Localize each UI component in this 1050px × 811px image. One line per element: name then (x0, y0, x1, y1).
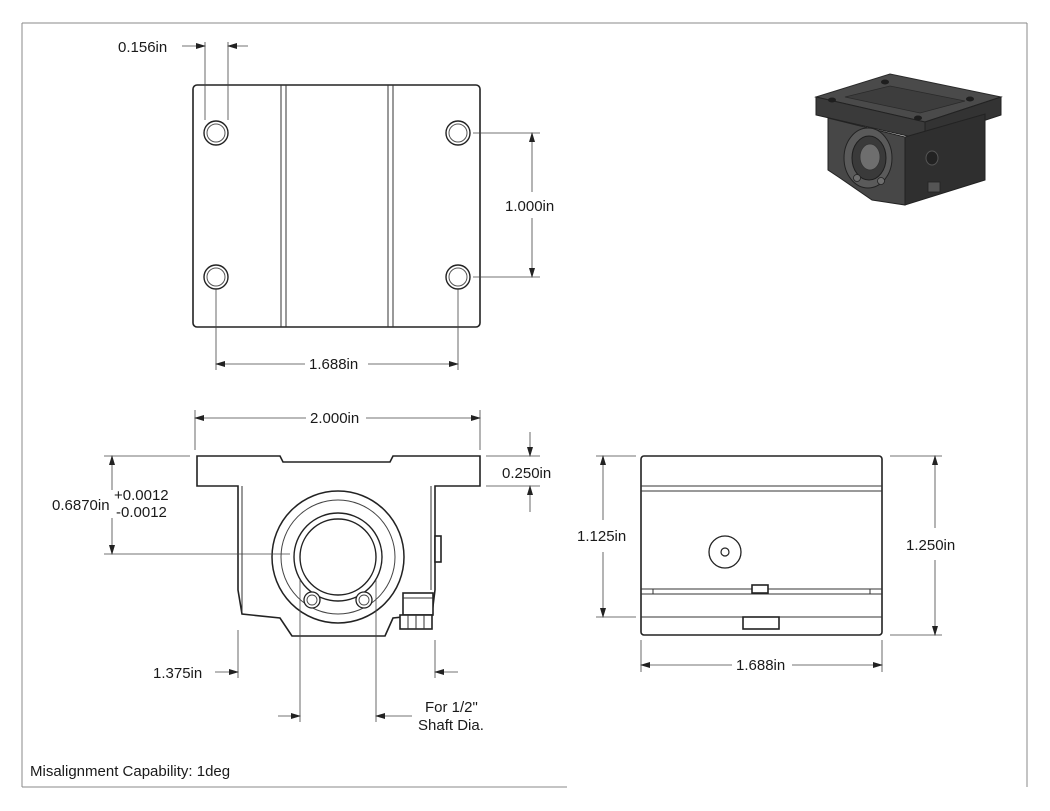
dim-side-overall-height: 1.250in (890, 455, 955, 636)
dim-hole-edge-offset: 0.156in (118, 39, 248, 120)
dim-body-width: 1.375in (153, 630, 458, 682)
dim-shaft-diameter: For 1/2" Shaft Dia. (278, 580, 484, 734)
shaft-note-line1: For 1/2" (425, 699, 478, 716)
dim-hole-spacing-horizontal: 1.688in (215, 289, 459, 373)
shaft-height-tol-plus: +0.0012 (114, 487, 169, 504)
shaft-height-label: 0.6870in (52, 497, 110, 514)
hole-edge-offset-label: 0.156in (118, 39, 167, 56)
side-inner-height-label: 1.125in (577, 528, 626, 545)
shaft-height-tol-minus: -0.0012 (116, 504, 167, 521)
dim-overall-width: 2.000in (194, 410, 481, 450)
body-width-label: 1.375in (153, 665, 202, 682)
mounting-hole (203, 120, 229, 146)
mounting-hole (445, 264, 471, 290)
overall-width-label: 2.000in (310, 410, 359, 427)
dim-side-inner-height: 1.125in (577, 455, 636, 618)
side-length-label: 1.688in (736, 657, 785, 674)
flange-thickness-label: 0.250in (502, 465, 551, 482)
sheet-border (21, 22, 1028, 788)
dim-hole-spacing-vertical: 1.000in (473, 132, 554, 278)
hole-spacing-vertical-label: 1.000in (505, 198, 554, 215)
mounting-hole (203, 264, 229, 290)
dim-side-length: 1.688in (640, 640, 883, 674)
mounting-hole (445, 120, 471, 146)
side-overall-height-label: 1.250in (906, 537, 955, 554)
dim-shaft-height: 0.6870in +0.0012 -0.0012 (52, 455, 290, 555)
misalignment-note: Misalignment Capability: 1deg (30, 763, 230, 780)
shaft-note-line2: Shaft Dia. (418, 717, 484, 734)
dim-flange-thickness: 0.250in (486, 432, 551, 512)
isometric-render (814, 73, 1003, 206)
front-view (196, 455, 481, 637)
side-view (640, 455, 883, 636)
hole-spacing-horizontal-label: 1.688in (309, 356, 358, 373)
top-view (192, 84, 481, 328)
